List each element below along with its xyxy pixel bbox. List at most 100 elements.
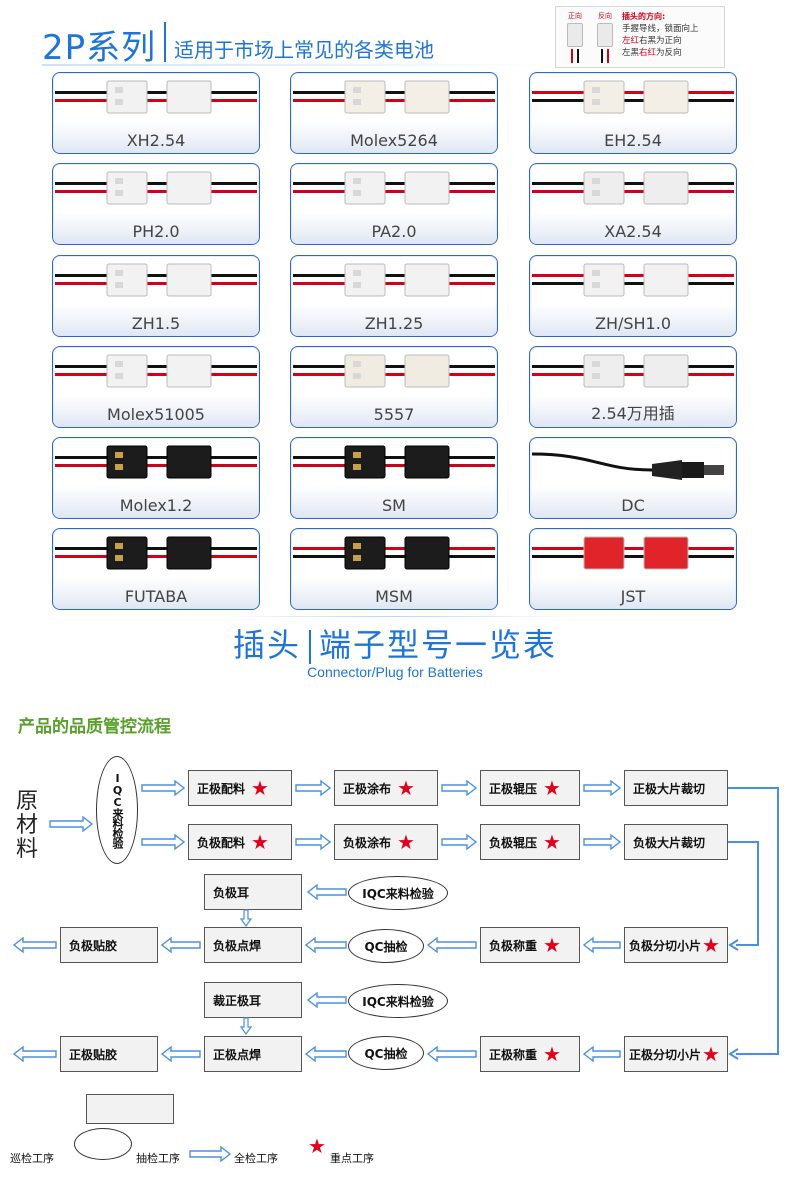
red-wire (571, 49, 573, 63)
flow-connector-line (728, 841, 759, 946)
flow-arrow (306, 883, 347, 901)
connector-card: 2.54万用插 (529, 346, 737, 428)
flow-box-positive-rolling: 正极辊压★ (480, 770, 580, 806)
connector-name: DC (621, 496, 645, 515)
connector-name: Molex1.2 (119, 496, 193, 515)
flow-arrow (583, 833, 622, 851)
flow-box-negative-weighing: 负极称重★ (480, 927, 580, 963)
flow-box-positive-welding: 正极点焊 (204, 1036, 302, 1072)
connector-table-english: Connector/Plug for Batteries (307, 664, 483, 680)
legend-box-sample (86, 1094, 174, 1124)
direction-note-text: 插头的方向: 手握导线，锁面向上 左红右黑为正向 左黑右红为反向 (622, 11, 722, 59)
red-wire (607, 49, 609, 63)
connector-name: SM (382, 496, 406, 515)
reverse-label: 反向 (598, 12, 612, 20)
header-underline (42, 64, 562, 66)
connector-card: FUTABA (52, 528, 260, 610)
card-fade (291, 212, 497, 244)
connector-card: Molex5264 (290, 72, 498, 154)
connector-photo (532, 263, 734, 297)
connector-name: 2.54万用插 (591, 404, 675, 423)
card-fade (530, 212, 736, 244)
card-fade (530, 577, 736, 609)
connector-card: SM (290, 437, 498, 519)
black-wire (577, 49, 579, 63)
legend-oval-sample (74, 1128, 132, 1160)
flow-arrow (141, 833, 186, 851)
connector-photo (532, 80, 734, 114)
plug-icon (597, 23, 613, 47)
flow-heading: 产品的品质管控流程 (18, 717, 171, 737)
flow-arrow (441, 833, 478, 851)
flow-box-negative-taping: 负极贴胶 (60, 927, 158, 963)
connector-photo (293, 445, 495, 479)
flow-arrow (426, 936, 477, 954)
flow-box-positive-cutting: 正极分切小片★ (624, 1036, 728, 1072)
card-fade (291, 577, 497, 609)
flow-box-positive-coating: 正极涂布★ (334, 770, 438, 806)
flow-box-positive-weighing: 正极称重★ (480, 1036, 580, 1072)
flow-box-negative-tab: 负极耳 (204, 874, 302, 910)
flow-box-negative-batching: 负极配料★ (188, 824, 292, 860)
flow-arrow-down (239, 1017, 253, 1036)
connector-name: Molex51005 (107, 405, 205, 424)
connector-card: ZH/SH1.0 (529, 255, 737, 337)
flow-oval-qc-sampling: QC抽检 (348, 929, 424, 963)
reverse-plug-image: 反向 (592, 11, 618, 63)
flow-arrow (189, 1145, 232, 1163)
connector-photo (532, 354, 734, 388)
flow-arrow (295, 833, 332, 851)
connector-card: ZH1.5 (52, 255, 260, 337)
connector-name: FUTABA (124, 587, 188, 606)
key-star-icon: ★ (543, 1042, 561, 1066)
legend-key: 重点工序 (330, 1152, 374, 1165)
direction-heading: 插头的方向: (622, 12, 666, 21)
title-separator (164, 22, 166, 62)
key-star-icon: ★ (251, 830, 269, 854)
key-star-icon: ★ (251, 776, 269, 800)
flow-arrowhead (728, 1048, 739, 1060)
flow-arrow (582, 936, 621, 954)
iqc-incoming-oval: IQC来料检验 (96, 756, 138, 864)
key-star-icon: ★ (543, 933, 561, 957)
connector-card: PA2.0 (290, 163, 498, 245)
flow-arrow (141, 779, 186, 797)
connector-photo (55, 263, 257, 297)
connector-card: 5557 (290, 346, 498, 428)
connector-photo (55, 171, 257, 205)
connector-name: ZH1.25 (364, 314, 424, 333)
flow-arrow (304, 936, 347, 954)
connector-name: XA2.54 (604, 222, 662, 241)
card-fade (53, 577, 259, 609)
flow-arrow (12, 1045, 57, 1063)
connector-table-title: 插头端子型号一览表 (232, 626, 558, 664)
card-fade (530, 395, 736, 427)
flow-box-positive-tab: 裁正极耳 (204, 982, 302, 1018)
direction-line1: 手握导线，锁面向上 (622, 24, 699, 34)
direction-line2: 左红右黑为正向 (622, 36, 682, 46)
black-wire (601, 49, 603, 63)
direction-note-panel: 正向 反向 插头的方向: 手握导线，锁面向上 左红右黑为正向 左黑右红为反向 (555, 6, 725, 68)
connector-name: JST (620, 587, 646, 606)
raw-material-label: 原材料 (16, 789, 39, 862)
flow-box-negative-cutting: 负极分切小片★ (624, 927, 728, 963)
title-line (220, 616, 570, 617)
card-fade (530, 486, 736, 518)
flow-oval-qc-sampling: QC抽检 (348, 1036, 424, 1070)
key-star-icon: ★ (702, 1042, 720, 1066)
flow-arrow-down (239, 909, 253, 928)
card-fade (53, 121, 259, 153)
connector-name: XH2.54 (126, 131, 186, 150)
flow-box-negative-coating: 负极涂布★ (334, 824, 438, 860)
connector-card: ZH1.25 (290, 255, 498, 337)
connector-name: 5557 (373, 405, 415, 424)
connector-name: PH2.0 (132, 222, 180, 241)
card-fade (291, 304, 497, 336)
connector-photo (532, 536, 734, 570)
card-fade (53, 304, 259, 336)
legend-full: 全检工序 (234, 1152, 278, 1165)
connector-photo (293, 536, 495, 570)
connector-name: Molex5264 (350, 131, 438, 150)
card-fade (291, 121, 497, 153)
connector-name: ZH1.5 (131, 314, 181, 333)
